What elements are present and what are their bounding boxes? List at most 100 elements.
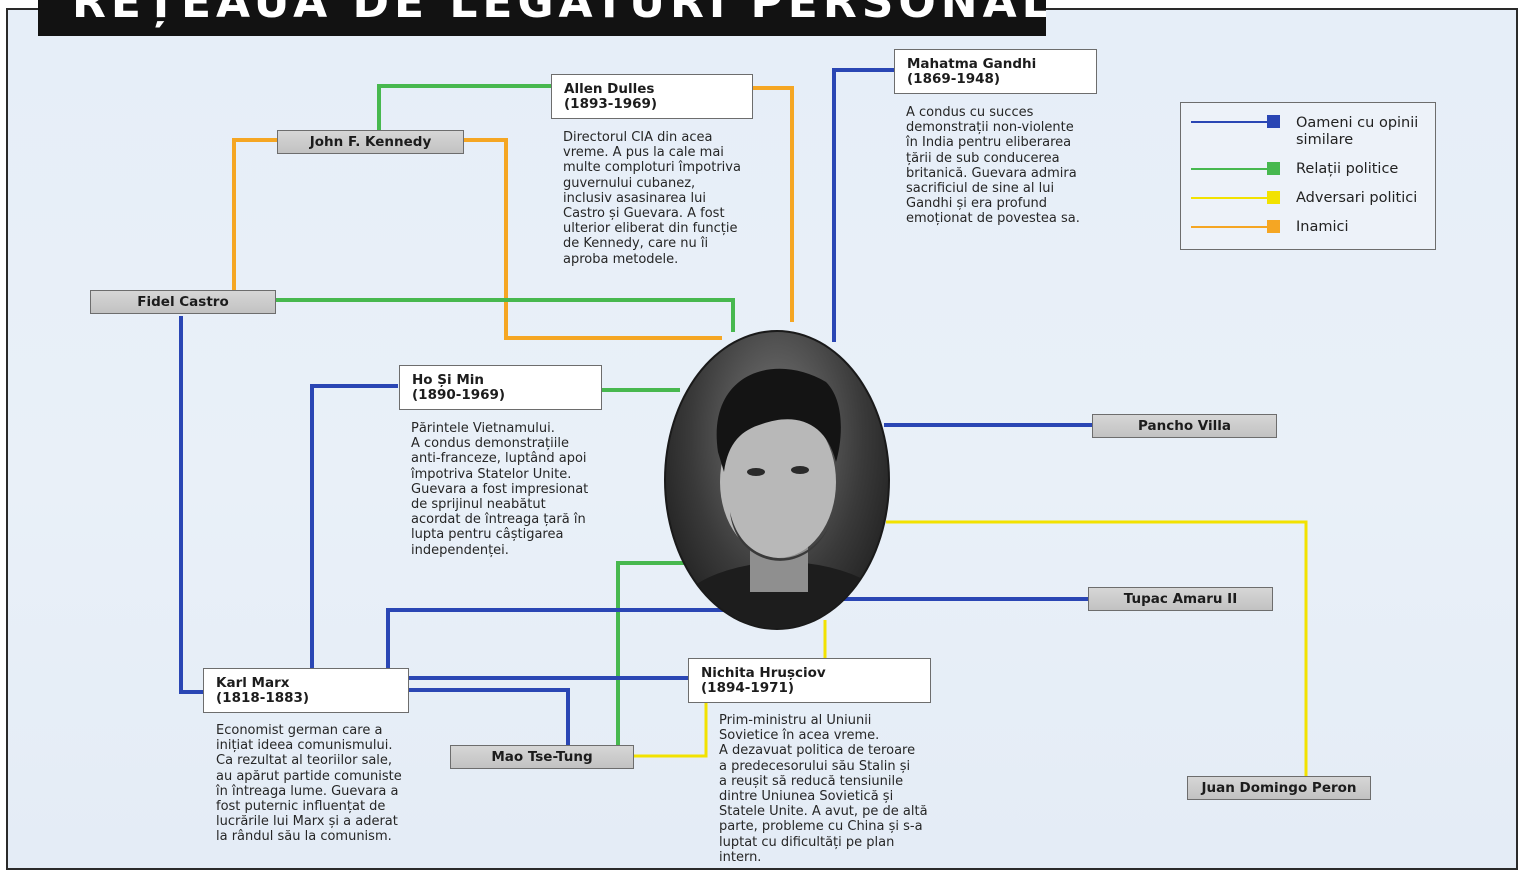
portrait-photo bbox=[664, 330, 890, 630]
bio-header-gandhi: Mahatma Gandhi (1869-1948) bbox=[894, 49, 1097, 94]
bio-name: Allen Dulles bbox=[564, 81, 655, 97]
legend-label-line: Oameni cu opinii bbox=[1296, 115, 1419, 131]
legend-swatch-yellow bbox=[1267, 191, 1280, 204]
person-amaru: Tupac Amaru II bbox=[1088, 587, 1273, 611]
link-castro-marx bbox=[179, 316, 204, 694]
bio-line: Economist german care a bbox=[216, 723, 383, 738]
bio-line: Castro și Guevara. A fost bbox=[563, 206, 725, 222]
bio-line: Sovietice în acea vreme. bbox=[719, 728, 880, 744]
legend-swatch-green bbox=[1267, 162, 1280, 175]
bio-years: (1869-1948) bbox=[907, 71, 1001, 87]
person-mao: Mao Tse-Tung bbox=[450, 745, 634, 769]
bio-line: luptat cu dificultăți pe plan bbox=[719, 834, 895, 850]
bio-line: emoționat de povestea sa. bbox=[906, 211, 1080, 227]
link-kennedy-dulles bbox=[377, 84, 552, 130]
legend-label: Oameni cu opinii similare bbox=[1296, 115, 1418, 149]
bio-line: A condus cu succes bbox=[906, 105, 1034, 120]
bio-years: (1893-1969) bbox=[564, 96, 658, 112]
bio-name: Ho Și Min bbox=[412, 372, 484, 388]
bio-years: (1890-1969) bbox=[412, 387, 506, 403]
person-kennedy: John F. Kennedy bbox=[277, 130, 464, 154]
bio-years: (1894-1971) bbox=[701, 680, 795, 696]
bio-name: Nichita Hrușciov bbox=[701, 665, 826, 681]
bio-line: A condus demonstrațiile bbox=[411, 436, 569, 452]
legend-item-enemy: Inamici bbox=[1191, 219, 1431, 249]
bio-line: anti-franceze, luptând apoi bbox=[411, 451, 587, 467]
bio-line: ulterior eliberat din funcție bbox=[563, 221, 738, 237]
legend-item-adversary: Adversari politici bbox=[1191, 190, 1431, 220]
portrait-icon bbox=[666, 368, 888, 628]
bio-line: Statele Unite. A avut, pe de altă bbox=[719, 804, 928, 820]
bio-line: intern. bbox=[719, 849, 762, 865]
legend: Oameni cu opinii similare Relații politi… bbox=[1180, 102, 1436, 250]
legend-label: Relații politice bbox=[1296, 161, 1398, 178]
legend-label: Inamici bbox=[1296, 219, 1349, 236]
legend-label: Adversari politici bbox=[1296, 190, 1417, 207]
bio-line: independenței. bbox=[411, 542, 509, 558]
bio-line: Gandhi și era profund bbox=[906, 196, 1048, 212]
bio-text-ho: Părintele Vietnamului.A condus demonstra… bbox=[411, 421, 588, 558]
bio-line: lucrările lui Marx și a aderat bbox=[216, 814, 398, 830]
link-marx-mao bbox=[408, 688, 570, 745]
legend-label-line: Inamici bbox=[1296, 219, 1349, 235]
link-kennedy-castro bbox=[232, 138, 278, 292]
person-peron: Juan Domingo Peron bbox=[1187, 776, 1371, 800]
person-villa: Pancho Villa bbox=[1092, 414, 1277, 438]
bio-line: țării de sub conducerea bbox=[906, 150, 1060, 166]
person-castro: Fidel Castro bbox=[90, 290, 276, 314]
bio-line: a reușit să reducă tensiunile bbox=[719, 773, 904, 789]
bio-line: dintre Uniunea Sovietică și bbox=[719, 789, 894, 805]
bio-line: A dezavuat politica de teroare bbox=[719, 743, 916, 759]
legend-swatch-blue bbox=[1267, 115, 1280, 128]
bio-line: Directorul CIA din acea bbox=[563, 130, 713, 145]
legend-label-line: similare bbox=[1296, 132, 1354, 148]
bio-line: de Kennedy, care nu îi bbox=[563, 236, 709, 252]
link-kennedy-center bbox=[463, 138, 722, 340]
bio-line: inițiat ideea comunismului. bbox=[216, 738, 393, 754]
bio-line: vreme. A pus la cale mai bbox=[563, 145, 724, 161]
bio-line: aproba metodele. bbox=[563, 251, 679, 267]
legend-item-political: Relații politice bbox=[1191, 161, 1431, 191]
link-marx-center bbox=[386, 608, 755, 668]
bio-line: de sprijinul neabătut bbox=[411, 497, 546, 513]
bio-line: fost puternic influențat de bbox=[216, 799, 386, 815]
bio-header-ho: Ho Și Min (1890-1969) bbox=[399, 365, 602, 410]
bio-line: lupta pentru câștigarea bbox=[411, 527, 564, 543]
link-peron-center bbox=[886, 520, 1308, 777]
bio-header-dulles: Allen Dulles (1893-1969) bbox=[551, 74, 753, 119]
bio-line: britanică. Guevara admira bbox=[906, 165, 1077, 181]
bio-line: în întreaga lume. Guevara a bbox=[216, 783, 399, 799]
bio-line: la rândul său la comunism. bbox=[216, 829, 392, 845]
bio-years: (1818-1883) bbox=[216, 690, 310, 706]
bio-line: inclusiv asasinarea lui bbox=[563, 190, 706, 206]
bio-line: au apărut partide comuniste bbox=[216, 768, 402, 784]
link-dulles-center bbox=[752, 86, 794, 322]
legend-label-line: Adversari politici bbox=[1296, 190, 1418, 206]
link-mao-center bbox=[616, 561, 690, 745]
link-ho-marx bbox=[310, 384, 398, 668]
bio-name: Mahatma Gandhi bbox=[907, 56, 1037, 72]
bio-name: Karl Marx bbox=[216, 675, 290, 691]
link-mao-hrusciov bbox=[633, 700, 708, 758]
bio-header-marx: Karl Marx (1818-1883) bbox=[203, 668, 409, 713]
bio-header-hrusciov: Nichita Hrușciov (1894-1971) bbox=[688, 658, 931, 703]
bio-line: multe comploturi împotriva bbox=[563, 160, 741, 176]
bio-line: Guevara a fost impresionat bbox=[411, 481, 589, 497]
bio-line: Prim-ministru al Uniunii bbox=[719, 713, 872, 728]
bio-line: împotriva Statelor Unite. bbox=[411, 466, 572, 482]
legend-item-similar: Oameni cu opinii similare bbox=[1191, 115, 1431, 148]
bio-line: în India pentru eliberarea bbox=[906, 135, 1072, 151]
legend-label-line: Relații politice bbox=[1296, 161, 1399, 177]
bio-line: guvernului cubanez, bbox=[563, 175, 696, 191]
page-title: REȚEAUA DE LEGĂTURI PERSONALE bbox=[38, 0, 1046, 36]
bio-line: parte, probleme cu China și s-a bbox=[719, 819, 923, 835]
link-castro-center bbox=[275, 298, 735, 332]
bio-line: sacrificiul de sine al lui bbox=[906, 181, 1055, 197]
bio-line: Ca rezultat al teoriilor sale, bbox=[216, 753, 393, 769]
bio-line: demonstrații non-violente bbox=[906, 120, 1074, 136]
